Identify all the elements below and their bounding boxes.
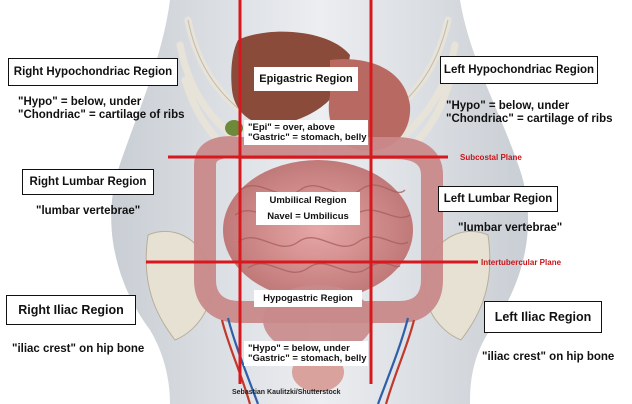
subcostal-plane-label: Subcostal Plane bbox=[460, 153, 522, 162]
hypogastric-note-1: "Hypo" = below, under bbox=[244, 341, 368, 354]
large-intestine bbox=[194, 136, 443, 323]
right-hypochondriac-note-2: "Chondriac" = cartilage of ribs bbox=[18, 109, 185, 121]
right-iliac-title: Right Iliac Region bbox=[6, 295, 136, 325]
umbilical-title: Umbilical Region bbox=[256, 192, 360, 209]
umbilical-note-1: Navel = Umbilicus bbox=[256, 208, 360, 225]
left-iliac-title: Left Iliac Region bbox=[484, 301, 602, 333]
left-lumbar-title: Left Lumbar Region bbox=[438, 186, 558, 212]
epigastric-note-2: "Gastric" = stomach, belly bbox=[244, 132, 368, 145]
small-intestine bbox=[223, 160, 413, 300]
epigastric-note-1: "Epi" = over, above bbox=[244, 120, 368, 133]
hypogastric-note-2: "Gastric" = stomach, belly bbox=[244, 353, 368, 366]
left-hypochondriac-note-2: "Chondriac" = cartilage of ribs bbox=[446, 113, 613, 125]
hypogastric-title: Hypogastric Region bbox=[254, 290, 362, 307]
right-lumbar-title: Right Lumbar Region bbox=[22, 169, 154, 195]
left-iliac-note-1: "iliac crest" on hip bone bbox=[482, 351, 615, 363]
region-grid bbox=[146, 0, 478, 384]
right-hypochondriac-title: Right Hypochondriac Region bbox=[8, 58, 178, 86]
blood-vessels bbox=[220, 317, 416, 404]
right-iliac-note-1: "iliac crest" on hip bone bbox=[12, 343, 145, 355]
image-credit: Sebastian Kaulitzki/Shutterstock bbox=[232, 389, 341, 396]
right-hypochondriac-note-1: "Hypo" = below, under bbox=[18, 96, 142, 108]
right-lumbar-note-1: "lumbar vertebrae" bbox=[36, 205, 141, 217]
epigastric-title: Epigastric Region bbox=[254, 67, 358, 91]
left-lumbar-note-1: "lumbar vertebrae" bbox=[458, 222, 563, 234]
left-hypochondriac-title: Left Hypochondriac Region bbox=[440, 56, 598, 84]
left-hypochondriac-note-1: "Hypo" = below, under bbox=[446, 100, 570, 112]
intertubercular-plane-label: Intertubercular Plane bbox=[481, 258, 562, 267]
